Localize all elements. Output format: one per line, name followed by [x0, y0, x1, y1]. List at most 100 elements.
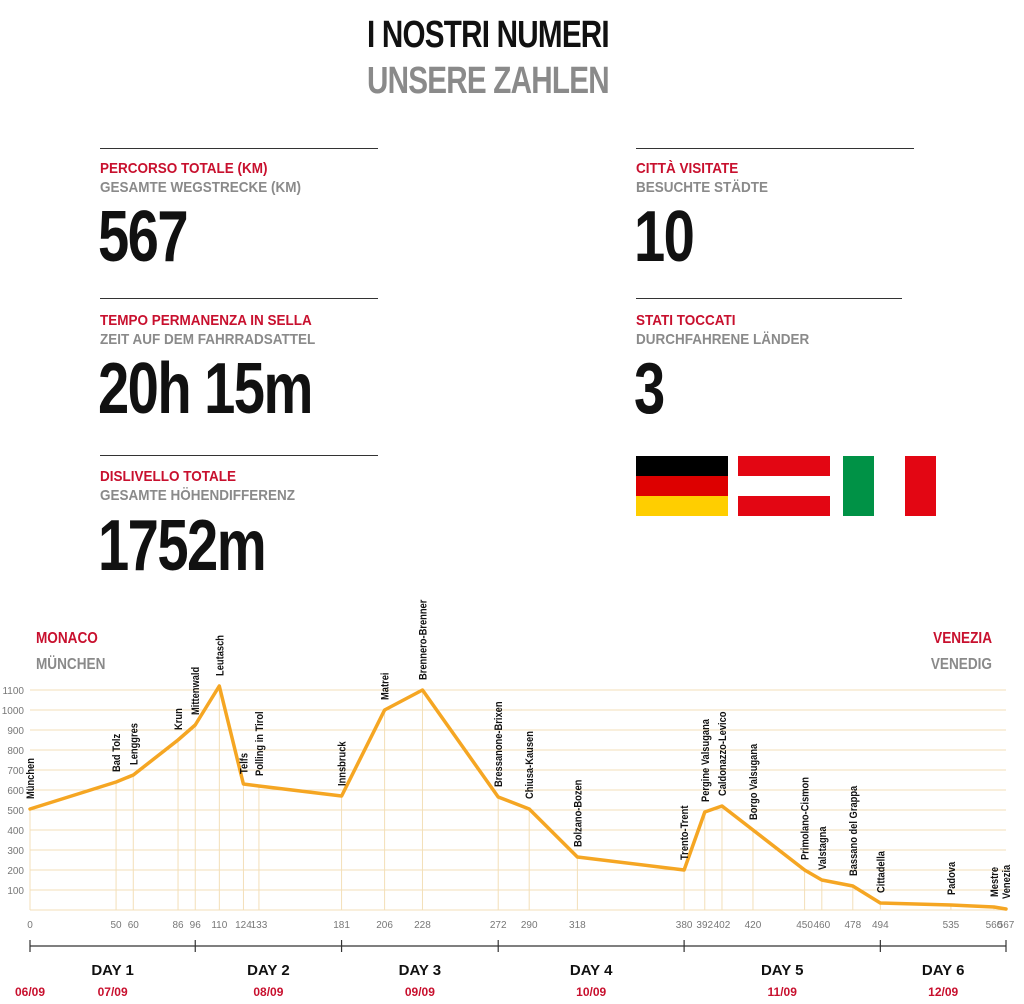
place-label: Mestre	[989, 867, 1001, 897]
x-tick-label: 420	[745, 920, 762, 931]
countries-label-de: DURCHFAHRENE LÄNDER	[636, 331, 810, 348]
x-tick-label: 535	[943, 920, 960, 931]
x-tick-label: 380	[676, 920, 693, 931]
divider	[100, 148, 378, 149]
place-label: Primolano-Cismon	[800, 777, 812, 860]
place-label: Lenggres	[129, 723, 141, 765]
page-subtitle: UNSERE ZAHLEN	[367, 60, 610, 102]
y-tick-label: 300	[7, 846, 24, 857]
x-tick-label: 228	[414, 920, 431, 931]
x-tick-label: 560	[986, 920, 1003, 931]
divider	[636, 148, 914, 149]
day-label: DAY 5	[761, 962, 804, 979]
day-label: DAY 3	[399, 962, 442, 979]
countries-label-it: STATI TOCCATI	[636, 312, 736, 329]
y-tick-label: 400	[7, 826, 24, 837]
time-label-de: ZEIT AUF DEM FAHRRADSATTEL	[100, 331, 316, 348]
day-date: 07/09	[98, 985, 128, 999]
day-label: DAY 4	[570, 962, 613, 979]
x-tick-label: 402	[714, 920, 731, 931]
x-tick-label: 50	[111, 920, 123, 931]
place-label: Bolzano-Bozen	[573, 780, 585, 847]
x-tick-label: 124	[235, 920, 252, 931]
y-tick-label: 600	[7, 786, 24, 797]
x-tick-label: 96	[190, 920, 202, 931]
place-label: Trento-Trent	[679, 805, 691, 860]
day-label: DAY 2	[247, 962, 290, 979]
countries-value: 3	[634, 349, 665, 429]
place-label: München	[25, 758, 37, 799]
divider	[636, 298, 902, 299]
place-label: Leutasch	[215, 635, 227, 676]
place-label: Telfs	[239, 753, 251, 774]
y-tick-label: 1000	[2, 706, 25, 717]
end-label-it: VENEZIA	[933, 630, 992, 647]
place-label: Bassano del Grappa	[848, 785, 860, 876]
x-tick-label: 181	[333, 920, 350, 931]
divider	[100, 298, 378, 299]
start-label-de: MÜNCHEN	[36, 655, 105, 673]
germany-flag-icon	[636, 456, 728, 516]
y-tick-label: 900	[7, 726, 24, 737]
y-tick-label: 100	[7, 886, 24, 897]
place-label: Polling in Tirol	[254, 711, 266, 776]
start-label-it: MONACO	[36, 630, 98, 647]
divider	[100, 455, 378, 456]
place-label: Caldonazzo-Levico	[717, 711, 729, 796]
x-tick-label: 318	[569, 920, 586, 931]
cities-label-de: BESUCHTE STÄDTE	[636, 179, 769, 196]
x-tick-label: 478	[844, 920, 861, 931]
x-tick-label: 86	[172, 920, 184, 931]
x-tick-label: 272	[490, 920, 507, 931]
y-tick-label: 1100	[2, 686, 24, 697]
y-tick-label: 700	[7, 766, 24, 777]
place-label: Borgo Valsugana	[748, 743, 760, 820]
elevation-value: 1752m	[98, 506, 267, 586]
x-tick-label: 290	[521, 920, 538, 931]
distance-label-de: GESAMTE WEGSTRECKE (KM)	[100, 179, 302, 196]
x-tick-label: 460	[813, 920, 830, 931]
place-label: Valstagna	[817, 826, 829, 870]
day-date: 10/09	[576, 985, 606, 999]
distance-label-it: PERCORSO TOTALE (KM)	[100, 160, 268, 177]
day-date: 11/09	[768, 985, 798, 999]
place-label: Matrei	[380, 672, 392, 700]
place-label: Padova	[946, 862, 958, 895]
place-label: Bressanone-Brixen	[494, 701, 506, 787]
place-label: Cittadella	[876, 851, 888, 893]
x-tick-label: 392	[696, 920, 713, 931]
x-tick-label: 0	[27, 920, 33, 931]
distance-value: 567	[98, 197, 189, 277]
cities-value: 10	[634, 197, 695, 277]
x-tick-label: 110	[211, 920, 227, 931]
day-label: DAY 1	[91, 962, 134, 979]
place-label: Krun	[173, 708, 185, 730]
day-label: DAY 6	[922, 962, 965, 979]
y-tick-label: 800	[7, 746, 24, 757]
elevation-label-de: GESAMTE HÖHENDIFFERENZ	[100, 487, 296, 504]
austria-flag-icon	[738, 456, 830, 516]
elevation-line	[28, 684, 1008, 911]
day-date: 09/09	[405, 985, 435, 999]
x-tick-label: 450	[796, 920, 813, 931]
x-tick-label: 60	[128, 920, 140, 931]
x-tick-label: 494	[872, 920, 889, 931]
place-label: Chiusa-Kausen	[525, 731, 537, 799]
x-tick-label: 567	[998, 920, 1015, 931]
place-label: Innsbruck	[337, 741, 349, 786]
place-label: Mittenwald	[191, 667, 203, 715]
day-date: 12/09	[928, 985, 958, 999]
place-label: Brennero-Brenner	[418, 600, 430, 680]
end-label-de: VENEDIG	[931, 656, 992, 673]
page-title: I NOSTRI NUMERI	[367, 14, 610, 56]
elevation-label-it: DISLIVELLO TOTALE	[100, 468, 237, 485]
place-label: Pergine Valsugana	[700, 719, 712, 802]
x-tick-label: 206	[376, 920, 393, 931]
time-label-it: TEMPO PERMANENZA IN SELLA	[100, 312, 312, 329]
place-label: Venezia	[1001, 864, 1013, 899]
cities-label-it: CITTÀ VISITATE	[636, 160, 739, 177]
time-value: 20h 15m	[98, 349, 313, 429]
y-tick-label: 200	[7, 866, 24, 877]
day-date: 08/09	[253, 985, 283, 999]
